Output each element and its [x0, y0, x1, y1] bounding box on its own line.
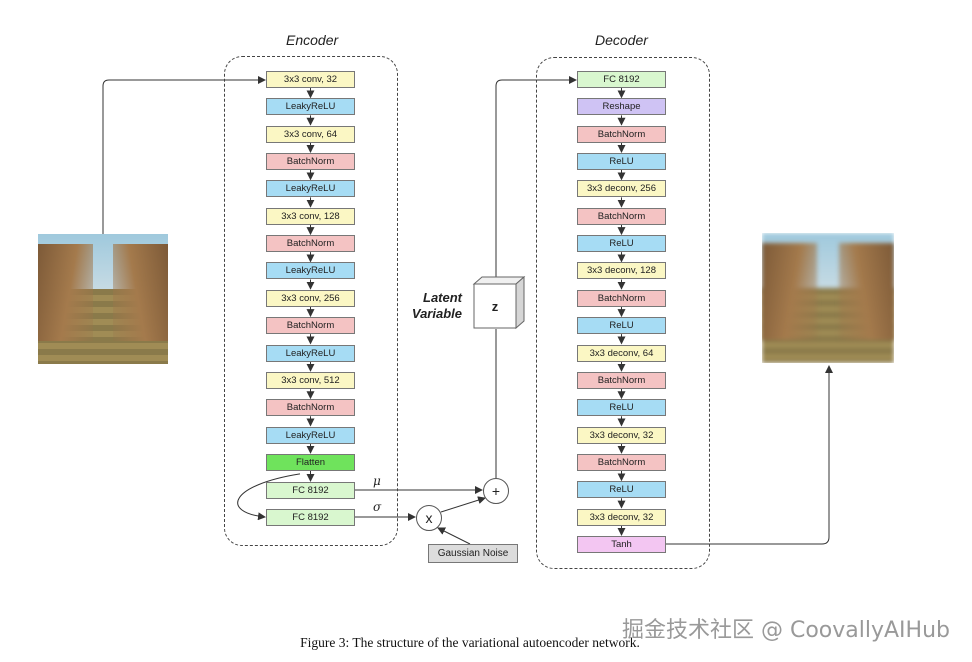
decoder-layer: 3x3 deconv, 32 [577, 426, 666, 444]
encoder-group [224, 56, 398, 546]
decoder-layer: BatchNorm [577, 125, 666, 143]
figure-caption: Figure 3: The structure of the variation… [300, 635, 640, 650]
latent-label-line1: Latent [423, 290, 462, 305]
encoder-layer: LeakyReLU [266, 344, 355, 362]
cube-label: z [492, 299, 499, 314]
decoder-layer: ReLU [577, 153, 666, 171]
encoder-layer: BatchNorm [266, 317, 355, 335]
multiply-node: x [416, 505, 442, 531]
encoder-layer: BatchNorm [266, 153, 355, 171]
decoder-layer: 3x3 deconv, 256 [577, 180, 666, 198]
noise-to-multiply-arrow [437, 527, 471, 545]
latent-variable-label: Latent Variable [400, 290, 462, 322]
decoder-layer: ReLU [577, 235, 666, 253]
encoder-layer: BatchNorm [266, 235, 355, 253]
decoder-layer: BatchNorm [577, 289, 666, 307]
encoder-layer: 3x3 conv, 32 [266, 71, 355, 88]
decoder-layer: ReLU [577, 481, 666, 499]
gaussian-noise-box: Gaussian Noise [428, 544, 518, 563]
input-to-encoder-arrow [102, 76, 266, 234]
latent-cube: z [472, 276, 526, 330]
decoder-layer: BatchNorm [577, 207, 666, 225]
decoder-layer: BatchNorm [577, 371, 666, 389]
mu-label: μ [373, 474, 381, 488]
output-image [762, 233, 894, 363]
encoder-layer: 3x3 conv, 64 [266, 125, 355, 143]
decoder-title: Decoder [595, 32, 648, 48]
decoder-layer: FC 8192 [577, 71, 666, 88]
latent-to-decoder-arrow [495, 76, 577, 277]
decoder-to-output-arrow [666, 365, 833, 545]
flatten-to-fc-sigma-arrow [237, 473, 301, 521]
decoder-layer: 3x3 deconv, 64 [577, 344, 666, 362]
encoder-layer: LeakyReLU [266, 98, 355, 116]
decoder-layer: Reshape [577, 98, 666, 116]
watermark: 掘金技术社区 @ CoovallyAIHub [621, 618, 950, 643]
decoder-layer: ReLU [577, 317, 666, 335]
decoder-layer: 3x3 deconv, 128 [577, 262, 666, 280]
input-image [38, 234, 168, 364]
encoder-layer: LeakyReLU [266, 180, 355, 198]
decoder-layer: BatchNorm [577, 453, 666, 471]
plus-node: + [483, 478, 509, 504]
encoder-title: Encoder [286, 32, 339, 48]
sigma-label: σ [373, 500, 382, 514]
multiply-to-plus-arrow [440, 496, 486, 513]
encoder-layer: 3x3 conv, 512 [266, 371, 355, 389]
latent-label-line2: Variable [411, 306, 462, 321]
decoder-layer: 3x3 deconv, 32 [577, 508, 666, 526]
encoder-fc-sigma: FC 8192 [266, 509, 355, 526]
encoder-layer: LeakyReLU [266, 262, 355, 280]
encoder-layer: 3x3 conv, 256 [266, 289, 355, 307]
decoder-layer: Tanh [577, 535, 666, 553]
encoder-layer: LeakyReLU [266, 426, 355, 444]
decoder-layer: ReLU [577, 399, 666, 417]
encoder-layer: BatchNorm [266, 399, 355, 417]
encoder-fc-mu: FC 8192 [266, 482, 355, 499]
encoder-layer: Flatten [266, 453, 355, 471]
encoder-layer: 3x3 conv, 128 [266, 207, 355, 225]
decoder-group [536, 57, 710, 569]
